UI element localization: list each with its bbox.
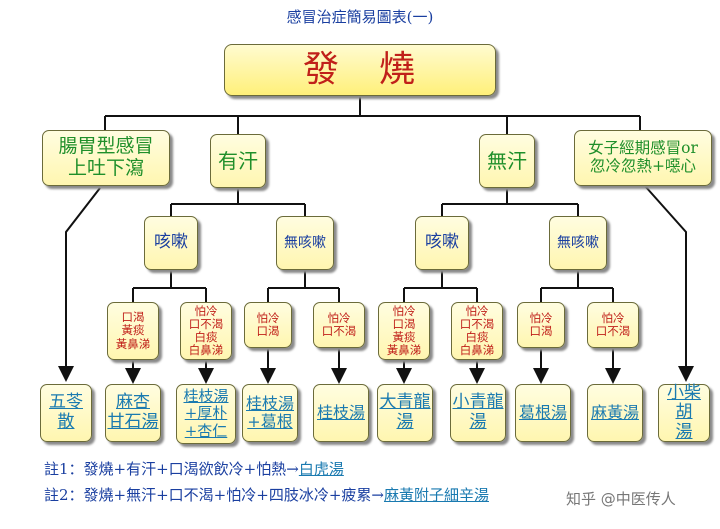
result-label: 小柴胡	[667, 382, 701, 423]
result-label: 葛根湯	[518, 402, 567, 422]
node-cough-right: 咳嗽	[415, 216, 469, 270]
symptom-box-h: 怕冷 口不渴	[587, 302, 639, 348]
node-sweating: 有汗	[210, 134, 266, 188]
node-label: 咳嗽	[154, 232, 188, 253]
node-label: 忽冷忽熱+噁心	[590, 157, 696, 175]
result-da-qinglong-tang[interactable]: 大青龍 湯	[377, 384, 433, 442]
symptom-box-c: 怕冷 口渴	[244, 302, 292, 348]
symptom-box-e: 怕冷 口渴 黃痰 黃鼻涕	[378, 302, 430, 360]
symptom-item: 口不渴	[595, 324, 631, 338]
node-label: 咳嗽	[425, 232, 459, 253]
node-label: 腸胃型感冒	[58, 135, 154, 158]
symptom-item: 怕冷	[256, 310, 280, 325]
result-label: 桂枝湯	[183, 387, 229, 406]
symptom-box-a: 口渴 黃痰 黃鼻涕	[107, 302, 159, 360]
result-wuling-san[interactable]: 五苓散	[40, 384, 92, 442]
watermark: 知乎 @中医传人	[566, 490, 676, 508]
result-mahuang-tang[interactable]: 麻黃湯	[587, 384, 643, 442]
symptom-box-b: 怕冷 口不渴 白痰 白鼻涕	[180, 302, 232, 360]
note-1-link[interactable]: 白虎湯	[298, 460, 344, 478]
symptom-item: 口不渴	[459, 316, 495, 331]
symptom-item: 黃痰	[392, 330, 416, 344]
result-label: 湯	[396, 412, 414, 432]
result-guizhi-houpo-xingren[interactable]: 桂枝湯 +厚朴 +杏仁	[176, 384, 236, 444]
result-label: +杏仁	[184, 421, 228, 440]
note-2-text: 註2：發燒+無汗+口不渴+怕冷+四肢冰冷+疲累→	[44, 486, 384, 504]
result-xiao-qinglong-tang[interactable]: 小青龍 湯	[450, 384, 506, 442]
symptom-box-d: 怕冷 口不渴	[313, 302, 365, 348]
result-xiao-chaihu-tang[interactable]: 小柴胡 湯	[658, 382, 710, 442]
chart-title: 感冒治症簡易圖表(一)	[286, 8, 434, 26]
result-label: 桂枝湯	[245, 393, 294, 413]
node-label: 女子經期感冒or	[588, 139, 698, 158]
symptom-item: 口不渴	[188, 316, 224, 331]
note-1-text: 註1：發燒+有汗+口渴欲飲冷+怕熱→	[44, 460, 299, 478]
note-2: 註2：發燒+無汗+口不渴+怕冷+四肢冰冷+疲累→麻黃附子細辛湯	[44, 484, 489, 505]
node-label: 無汗	[487, 148, 527, 173]
node-no-cough-left: 無咳嗽	[276, 216, 334, 270]
symptom-box-g: 怕冷 口渴	[517, 302, 565, 348]
symptom-item: 怕冷	[465, 303, 489, 318]
result-gegen-tang[interactable]: 葛根湯	[515, 384, 571, 442]
result-label: 麻黃湯	[590, 402, 639, 422]
symptom-item: 怕冷	[327, 310, 351, 325]
symptom-item: 黃痰	[121, 323, 145, 338]
result-guizhi-tang[interactable]: 桂枝湯	[313, 384, 369, 442]
result-label: 桂枝湯	[316, 402, 365, 422]
symptom-item: 怕冷	[392, 303, 416, 318]
node-female-period-cold: 女子經期感冒or 忽冷忽熱+噁心	[574, 130, 712, 186]
symptom-item: 口不渴	[321, 324, 357, 338]
symptom-item: 怕冷	[194, 303, 218, 318]
symptom-item: 白鼻涕	[188, 343, 224, 358]
result-label: 小青龍	[452, 392, 504, 413]
symptom-item: 黃鼻涕	[386, 343, 422, 358]
symptom-item: 口渴	[529, 324, 553, 338]
symptom-item: 怕冷	[529, 310, 553, 325]
result-guizhi-gegen[interactable]: 桂枝湯 +葛根	[242, 384, 298, 442]
result-label: 甘石湯	[107, 412, 159, 432]
result-label: +葛根	[247, 412, 293, 431]
root-node-fever: 發 燒	[224, 44, 496, 96]
symptom-item: 口渴	[256, 324, 280, 338]
symptom-item: 白鼻涕	[459, 343, 495, 358]
result-label: 五苓散	[49, 392, 83, 432]
node-label: 無咳嗽	[284, 234, 326, 251]
symptom-box-f: 怕冷 口不渴 白痰 白鼻涕	[451, 302, 503, 360]
result-label: 大青龍	[379, 392, 431, 413]
node-cough-left: 咳嗽	[144, 216, 198, 270]
note-2-link[interactable]: 麻黃附子細辛湯	[383, 486, 489, 504]
node-no-cough-right: 無咳嗽	[549, 216, 607, 270]
symptom-item: 白痰	[194, 330, 218, 344]
symptom-item: 口渴	[392, 316, 416, 331]
symptom-item: 口渴	[121, 310, 145, 325]
result-maxing-ganshi-tang[interactable]: 麻杏 甘石湯	[105, 384, 161, 442]
symptom-item: 怕冷	[601, 310, 625, 325]
node-label: 有汗	[218, 148, 258, 173]
node-label: 無咳嗽	[557, 234, 599, 251]
note-1: 註1：發燒+有汗+口渴欲飲冷+怕熱→白虎湯	[44, 458, 344, 479]
symptom-item: 黃鼻涕	[115, 336, 151, 351]
node-no-sweating: 無汗	[479, 134, 535, 188]
result-label: 湯	[469, 412, 487, 432]
result-label: 麻杏	[116, 392, 150, 413]
result-label: +厚朴	[184, 404, 228, 423]
symptom-item: 白痰	[465, 330, 489, 344]
result-label: 湯	[675, 421, 693, 442]
node-gastro-cold: 腸胃型感冒 上吐下瀉	[42, 130, 170, 186]
node-label: 上吐下瀉	[67, 157, 144, 179]
root-node-label: 發 燒	[302, 49, 417, 91]
